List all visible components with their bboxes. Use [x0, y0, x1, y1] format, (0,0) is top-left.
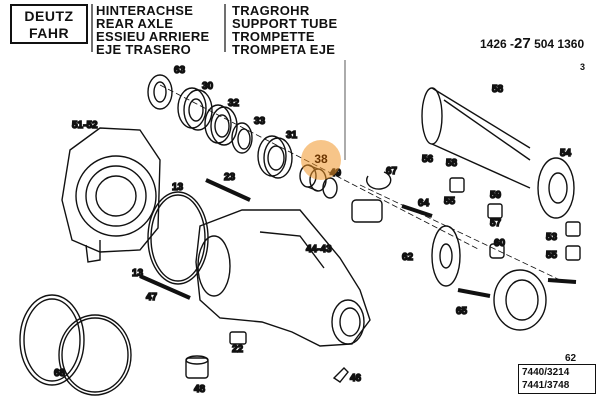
label-48: 48 — [194, 384, 206, 395]
label-13-upper: 13 — [172, 182, 184, 193]
label-30: 30 — [202, 81, 214, 92]
label-51-52: 51-52 — [72, 120, 98, 131]
label-33: 33 — [254, 116, 266, 127]
nut-60 — [489, 243, 505, 259]
label-47: 47 — [146, 292, 158, 303]
part-number: 1426 -27 504 1360 — [480, 35, 584, 52]
part-number-group: 27 — [514, 35, 531, 52]
stud-64 — [401, 204, 433, 218]
subtitle-english: SUPPORT TUBE — [232, 16, 338, 31]
label-23: 23 — [224, 172, 236, 183]
part-number-suffix: 504 1360 — [534, 37, 585, 51]
label-60: 60 — [494, 238, 506, 249]
title-english: REAR AXLE — [96, 16, 174, 31]
bolt-57 — [457, 288, 491, 298]
bearing-30 — [177, 87, 213, 131]
label-68: 68 — [54, 368, 66, 379]
logo-line-1: DEUTZ — [24, 8, 74, 24]
trumpet-housing-44-43 — [195, 209, 371, 347]
title-french: ESSIEU ARRIERE — [96, 29, 210, 44]
label-55-upper: 55 — [444, 196, 456, 207]
model-2: 7441/3748 — [522, 380, 570, 391]
page-number: 3 — [580, 62, 586, 72]
bearing-32 — [204, 104, 238, 146]
grease-fitting-46 — [332, 367, 349, 383]
label-59: 59 — [490, 190, 502, 201]
label-31: 31 — [286, 130, 298, 141]
model-box: 7440/3214 7441/3748 — [518, 364, 596, 394]
brake-disc — [493, 269, 547, 331]
part-number-prefix: 1426 - — [480, 37, 515, 51]
label-58-upper: 58 — [492, 84, 504, 95]
nut-55-lower — [565, 245, 581, 261]
highlight-callout-38[interactable]: 38 — [301, 140, 341, 180]
nut-55-upper — [449, 177, 465, 193]
sleeve-48 — [185, 355, 209, 379]
label-32: 32 — [228, 98, 240, 109]
callout-label: 38 — [314, 152, 328, 166]
deutz-fahr-logo: DEUTZ FAHR — [10, 4, 88, 44]
nut-59 — [487, 203, 503, 219]
label-46: 46 — [350, 373, 362, 384]
title-column-assembly: HINTERACHSE REAR AXLE ESSIEU ARRIERE EJE… — [96, 4, 210, 56]
long-stud-47 — [139, 274, 191, 300]
seal-ring-68 — [19, 294, 85, 386]
seal-ring-63 — [147, 74, 173, 110]
label-53: 53 — [546, 232, 558, 243]
label-13-lower: 13 — [132, 268, 144, 279]
title-spanish: EJE TRASERO — [96, 42, 192, 57]
subtitle-french: TROMPETTE — [232, 29, 315, 44]
label-57: 57 — [490, 218, 502, 229]
title-column-part: TRAGROHR SUPPORT TUBE TROMPETTE TROMPETA… — [232, 4, 337, 56]
subtitle-spanish: TROMPETA EJE — [232, 42, 336, 57]
washer-49 — [322, 177, 338, 199]
stud-23 — [205, 178, 251, 202]
label-63: 63 — [174, 65, 186, 76]
hub-62 — [431, 225, 461, 287]
bushing-22 — [229, 331, 247, 345]
footer-ref-label: 62 — [565, 353, 577, 364]
label-62: 62 — [402, 252, 414, 263]
logo-line-2: FAHR — [28, 25, 70, 41]
bolt-65 — [547, 278, 577, 284]
nut-53 — [565, 221, 581, 237]
label-65: 65 — [456, 306, 468, 317]
label-22: 22 — [232, 344, 244, 355]
label-44-43: 44-43 — [306, 244, 332, 255]
drive-shaft-56 — [421, 87, 531, 189]
title-german: HINTERACHSE — [96, 3, 194, 18]
axle-housing-51-52 — [61, 127, 161, 263]
label-55-lower: 55 — [546, 250, 558, 261]
label-56: 56 — [422, 154, 434, 165]
label-64: 64 — [418, 198, 430, 209]
o-ring-13-lower — [58, 314, 132, 396]
splined-shaft — [351, 199, 383, 223]
label-67: 67 — [386, 166, 398, 177]
model-1: 7440/3214 — [522, 367, 570, 378]
flange-54 — [537, 157, 575, 219]
ring-33 — [231, 122, 253, 154]
label-54: 54 — [560, 148, 572, 159]
snap-ring-67 — [366, 171, 392, 190]
label-58-lower: 58 — [446, 158, 458, 169]
bearing-cup-31 — [257, 135, 293, 179]
subtitle-german: TRAGROHR — [232, 3, 310, 18]
